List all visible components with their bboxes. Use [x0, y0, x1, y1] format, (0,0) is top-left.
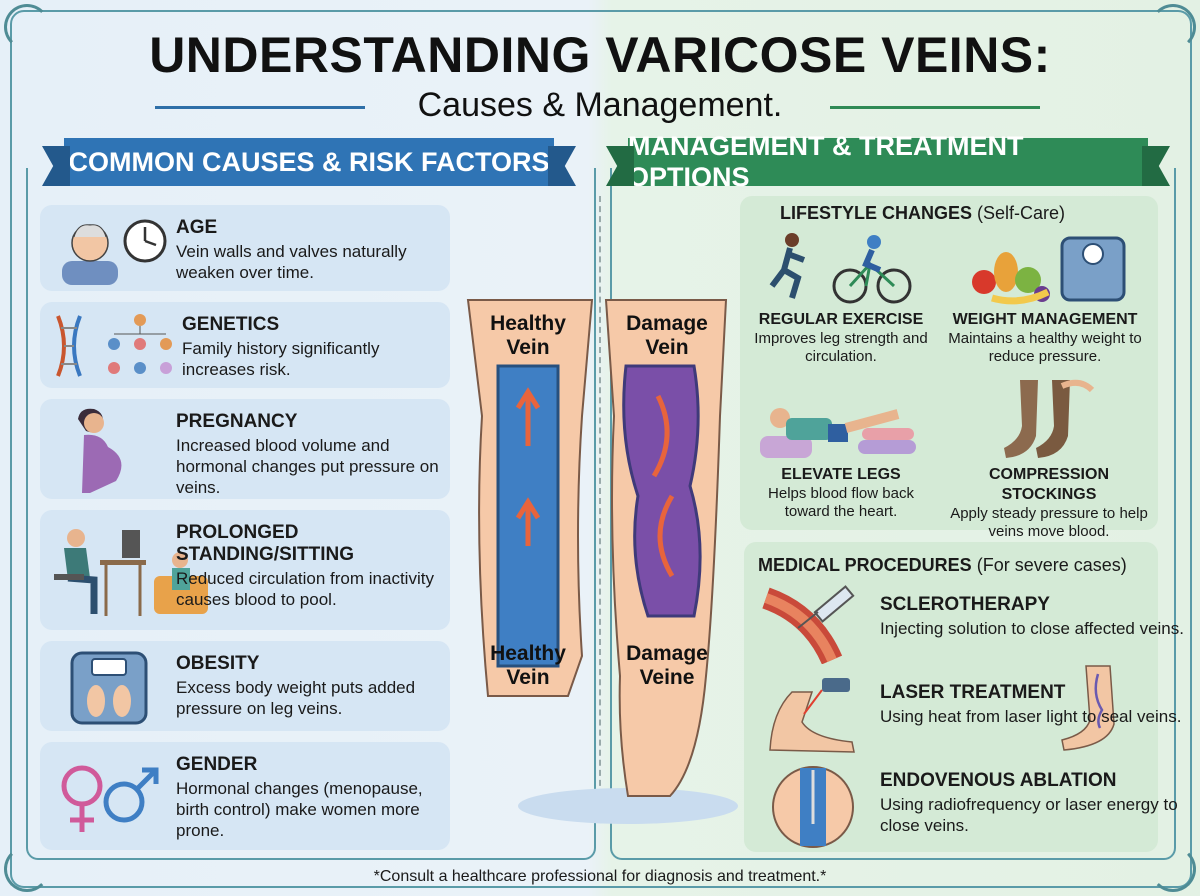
cause-title: PROLONGED STANDING/SITTING: [176, 522, 355, 565]
cause-title: OBESITY: [176, 653, 260, 674]
item-title: ELEVATE LEGS: [781, 466, 901, 483]
lifestyle-heading: LIFESTYLE CHANGES (Self-Care): [780, 203, 1065, 224]
item-text: Helps blood flow back toward the heart.: [768, 485, 914, 520]
runner-cyclist-icon: [762, 230, 912, 308]
management-panel: [610, 168, 1176, 860]
cause-obesity: OBESITY Excess body weight puts added pre…: [40, 641, 450, 731]
cause-title: GENETICS: [182, 314, 280, 335]
item-text: Injecting solution to close affected vei…: [880, 619, 1184, 638]
subtitle-rule-right: [830, 106, 1040, 109]
center-divider: [599, 196, 601, 796]
elderly-man-clock-icon: [50, 213, 168, 285]
causes-banner: COMMON CAUSES & RISK FACTORS: [64, 138, 554, 186]
medical-item-ablation: ENDOVENOUS ABLATION Using radiofrequency…: [880, 770, 1200, 836]
item-title: LASER TREATMENT: [880, 682, 1066, 703]
damage-vein-label-bottom: Damage Veine: [626, 642, 708, 689]
stockings-icon: [1000, 376, 1100, 462]
lifestyle-note: (Self-Care): [977, 203, 1066, 223]
healthy-vein-label-top: Healthy Vein: [490, 312, 566, 359]
lifestyle-item-elevate: ELEVATE LEGS Helps blood flow back towar…: [750, 465, 932, 521]
disclaimer-footnote: *Consult a healthcare professional for d…: [373, 868, 827, 885]
cause-text: Reduced circulation from inactivity caus…: [176, 569, 434, 609]
cause-pregnancy: PREGNANCY Increased blood volume and horm…: [40, 399, 450, 499]
cause-gender: GENDER Hormonal changes (menopause, birth…: [40, 742, 450, 850]
vein-comparison-illustration: [458, 296, 738, 826]
page-title: UNDERSTANDING VARICOSE VEINS:: [149, 27, 1051, 83]
item-text: Using heat from laser light to seal vein…: [880, 707, 1182, 726]
item-text: Apply steady pressure to help veins move…: [950, 505, 1148, 540]
cause-title: AGE: [176, 217, 218, 238]
lifestyle-item-compression: COMPRESSION STOCKINGS Apply steady press…: [940, 465, 1158, 541]
cause-title: PREGNANCY: [176, 411, 298, 432]
item-title: ENDOVENOUS ABLATION: [880, 770, 1117, 791]
page-subtitle: Causes & Management.: [417, 86, 783, 124]
damage-vein-label-top: Damage Vein: [626, 312, 708, 359]
cause-text: Excess body weight puts added pressure o…: [176, 678, 416, 718]
medical-heading: MEDICAL PROCEDURES (For severe cases): [758, 555, 1127, 576]
fruit-scale-icon: [970, 232, 1130, 306]
item-text: Improves leg strength and circulation.: [754, 330, 928, 365]
item-title: WEIGHT MANAGEMENT: [952, 311, 1138, 328]
healthy-vein-label-bottom: Healthy Vein: [490, 642, 566, 689]
cause-text: Hormonal changes (menopause, birth contr…: [176, 779, 423, 840]
lifestyle-item-exercise: REGULAR EXERCISE Improves leg strength a…: [746, 310, 936, 366]
cause-title: GENDER: [176, 754, 258, 775]
cause-age: AGE Vein walls and valves naturally weake…: [40, 205, 450, 291]
elevated-legs-icon: [758, 384, 918, 462]
desk-worker-icon: [50, 518, 210, 622]
catheter-vein-icon: [768, 764, 858, 850]
subtitle-rule-left: [155, 106, 365, 109]
item-text: Using radiofrequency or laser energy to …: [880, 795, 1178, 835]
medical-note: (For severe cases): [976, 555, 1127, 575]
bathroom-scale-icon: [50, 649, 168, 725]
causes-panel: [26, 168, 596, 860]
lifestyle-title: LIFESTYLE CHANGES: [780, 203, 973, 223]
item-title: SCLEROTHERAPY: [880, 594, 1050, 615]
pregnant-woman-icon: [50, 407, 168, 493]
medical-item-laser: LASER TREATMENT Using heat from laser li…: [880, 682, 1181, 727]
management-banner: MANAGEMENT & TREATMENT OPTIONS: [628, 131, 1148, 192]
cause-genetics: GENETICS Family history significantly inc…: [40, 302, 450, 388]
item-title: COMPRESSION STOCKINGS: [988, 466, 1109, 503]
item-title: REGULAR EXERCISE: [758, 311, 924, 328]
lifestyle-item-weight: WEIGHT MANAGEMENT Maintains a healthy we…: [938, 310, 1152, 366]
medical-title: MEDICAL PROCEDURES: [758, 555, 972, 575]
item-text: Maintains a healthy weight to reduce pre…: [948, 330, 1142, 365]
dna-family-tree-icon: [50, 310, 172, 380]
medical-item-sclerotherapy: SCLEROTHERAPY Injecting solution to clos…: [880, 594, 1184, 639]
cause-text: Family history significantly increases r…: [182, 339, 380, 379]
gender-symbols-icon: [50, 750, 168, 842]
cause-text: Vein walls and valves naturally weaken o…: [176, 242, 407, 282]
laser-leg-icon: [1058, 664, 1130, 754]
cause-text: Increased blood volume and hormonal chan…: [176, 436, 439, 497]
syringe-vein-icon: [762, 584, 862, 664]
laser-leg-icon: [762, 672, 862, 754]
